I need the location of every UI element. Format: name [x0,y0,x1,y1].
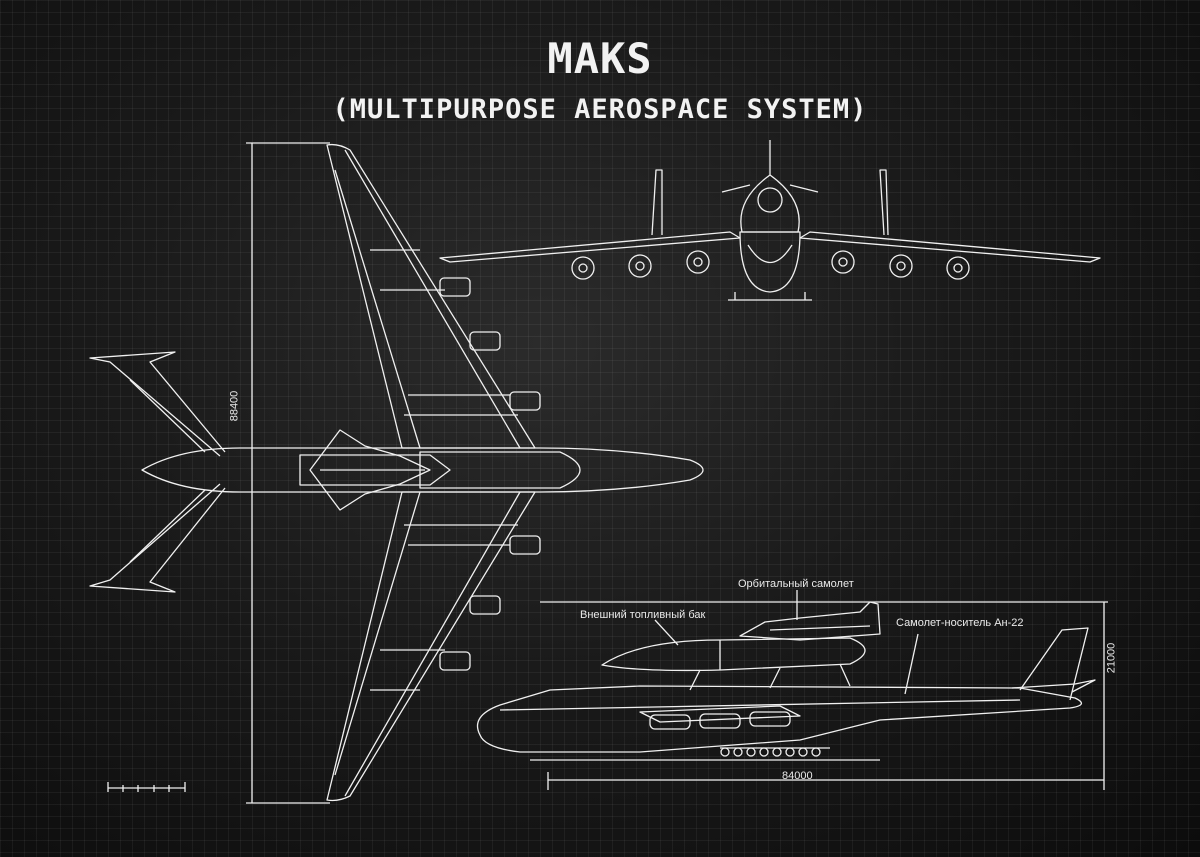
top-view [89,142,704,804]
carrier-plane-label: Самолет-носитель Ан-22 [896,617,1024,629]
wingspan-dimension: 88400 [228,390,241,422]
external-tank-label: Внешний топливный бак [580,609,706,621]
length-dimension: 84000 [782,770,813,782]
front-view [439,140,1101,301]
orbital-plane-label: Орбитальный самолет [738,578,854,590]
poster-subtitle: (MULTIPURPOSE AEROSPACE SYSTEM) [332,94,868,125]
height-dimension: 21000 [1105,642,1118,674]
poster-title: MAKS [547,34,653,83]
side-view [476,590,1108,790]
